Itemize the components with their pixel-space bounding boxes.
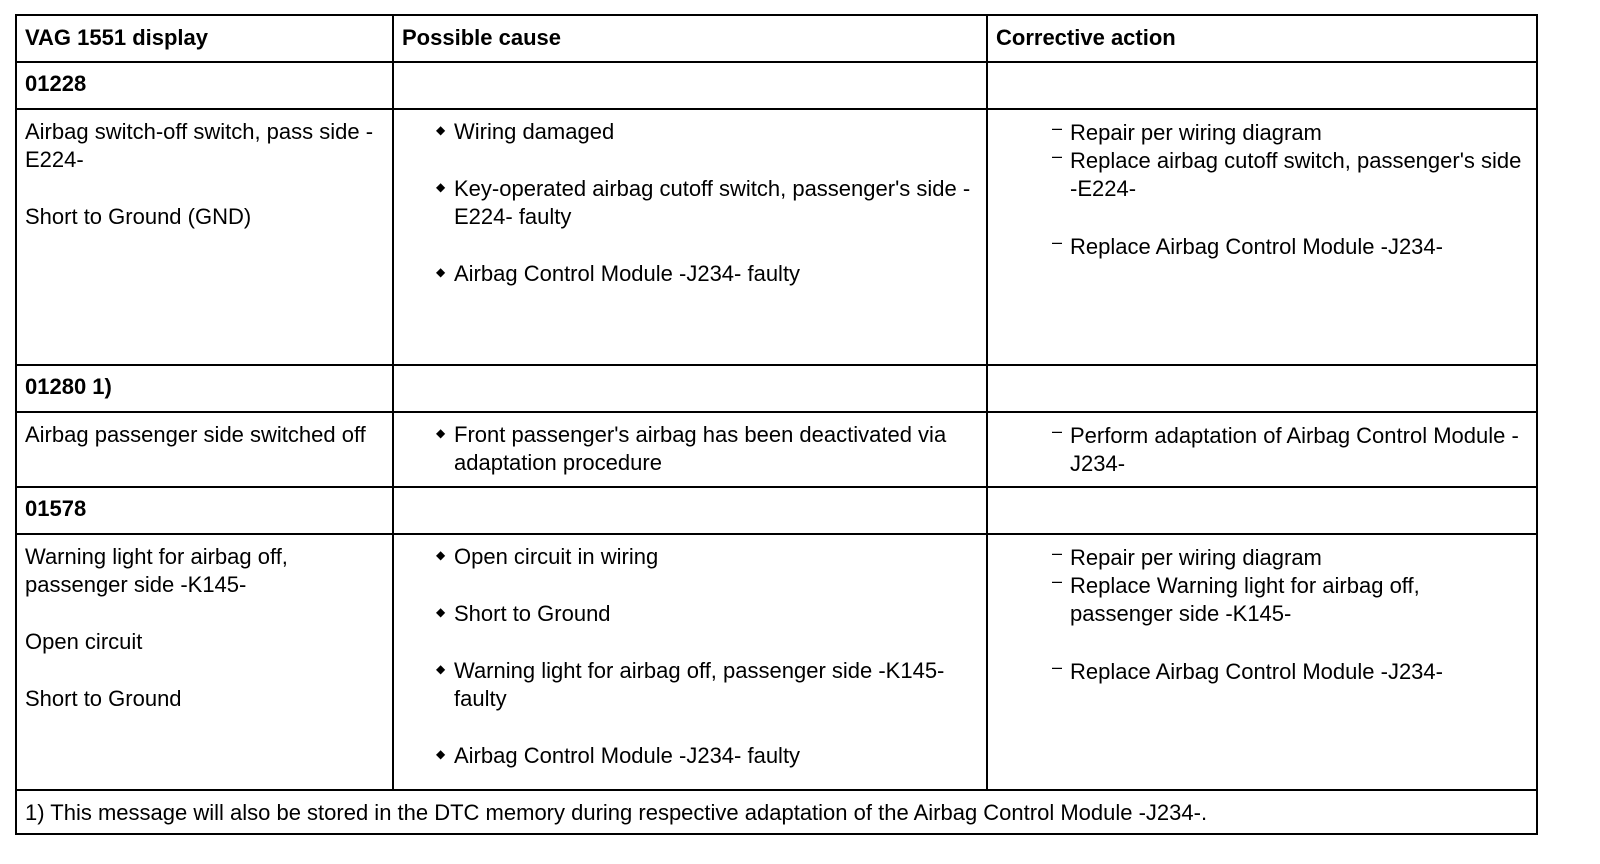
fault-detail-row: Warning light for airbag off, passenger … bbox=[15, 533, 1538, 791]
footnote-row: 1) This message will also be stored in t… bbox=[15, 789, 1538, 835]
display-text-cell: Airbag passenger side switched off bbox=[15, 411, 394, 488]
fault-code: 01280 1) bbox=[25, 374, 112, 399]
display-text: Open circuit bbox=[25, 629, 143, 654]
action-item: Repair per wiring diagram bbox=[1052, 539, 1526, 572]
cause-item: Airbag Control Module -J234- faulty bbox=[436, 740, 976, 770]
code-row: 01280 1) bbox=[15, 364, 1538, 413]
action-item: Replace airbag cutoff switch, passenger'… bbox=[1052, 142, 1526, 203]
cause-cell: Wiring damaged Key-operated airbag cutof… bbox=[392, 108, 988, 366]
display-text: Short to Ground (GND) bbox=[25, 204, 252, 229]
header-action: Corrective action bbox=[986, 14, 1538, 63]
display-text: Airbag switch-off switch, pass side -E22… bbox=[25, 119, 374, 172]
display-text-cell: Warning light for airbag off, passenger … bbox=[15, 533, 394, 791]
cause-item: Airbag Control Module -J234- faulty bbox=[436, 258, 976, 288]
action-cell: Repair per wiring diagram Replace airbag… bbox=[986, 108, 1538, 366]
cause-item: Wiring damaged bbox=[436, 116, 976, 146]
action-item: Replace Airbag Control Module -J234- bbox=[1052, 228, 1526, 261]
action-item: Perform adaptation of Airbag Control Mod… bbox=[1052, 417, 1526, 478]
display-text: Airbag passenger side switched off bbox=[25, 422, 366, 447]
display-text-cell: Airbag switch-off switch, pass side -E22… bbox=[15, 108, 394, 366]
cause-cell: Front passenger's airbag has been deacti… bbox=[392, 411, 988, 488]
cause-cell: Open circuit in wiring Short to Ground W… bbox=[392, 533, 988, 791]
cause-item: Short to Ground bbox=[436, 598, 976, 628]
footnote-text: 1) This message will also be stored in t… bbox=[25, 800, 1208, 825]
fault-detail-row: Airbag switch-off switch, pass side -E22… bbox=[15, 108, 1538, 366]
cause-item: Open circuit in wiring bbox=[436, 541, 976, 571]
cause-item: Warning light for airbag off, passenger … bbox=[436, 655, 976, 713]
action-cell: Repair per wiring diagram Replace Warnin… bbox=[986, 533, 1538, 791]
action-item: Replace Warning light for airbag off, pa… bbox=[1052, 567, 1526, 628]
cause-item: Front passenger's airbag has been deacti… bbox=[436, 419, 976, 477]
header-row: VAG 1551 display Possible cause Correcti… bbox=[15, 14, 1538, 63]
header-display: VAG 1551 display bbox=[15, 14, 394, 63]
fault-detail-row: Airbag passenger side switched off Front… bbox=[15, 411, 1538, 488]
action-item: Repair per wiring diagram bbox=[1052, 114, 1526, 147]
header-cause: Possible cause bbox=[392, 14, 988, 63]
action-item: Replace Airbag Control Module -J234- bbox=[1052, 653, 1526, 686]
dtc-table: VAG 1551 display Possible cause Correcti… bbox=[15, 14, 1538, 835]
display-text: Short to Ground bbox=[25, 686, 182, 711]
fault-code: 01578 bbox=[25, 496, 87, 521]
code-row: 01228 bbox=[15, 61, 1538, 110]
fault-code: 01228 bbox=[25, 71, 87, 96]
cause-item: Key-operated airbag cutoff switch, passe… bbox=[436, 173, 976, 231]
action-cell: Perform adaptation of Airbag Control Mod… bbox=[986, 411, 1538, 488]
code-row: 01578 bbox=[15, 486, 1538, 535]
display-text: Warning light for airbag off, passenger … bbox=[25, 544, 288, 597]
